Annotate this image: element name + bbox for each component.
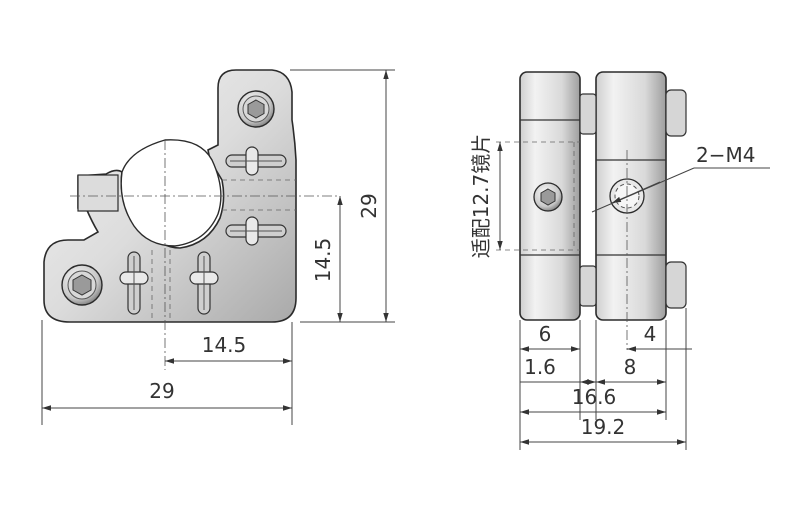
note-lens-fit: 适配12.7镜片 [469, 134, 493, 259]
dim-front-half-width: 14.5 [202, 333, 247, 357]
dim-thread: 2−M4 [696, 143, 755, 167]
socket-head-screw-icon [533, 182, 563, 212]
dim-4: 4 [644, 322, 657, 346]
dim-front-width: 29 [149, 379, 174, 403]
dim-16-6: 16.6 [572, 385, 617, 409]
side-view: 适配12.7镜片 2−M4 6 4 1.6 8 16.6 19.2 [469, 71, 770, 450]
dim-front-half-height: 14.5 [311, 238, 335, 283]
dim-8: 8 [624, 355, 637, 379]
socket-head-screw-icon [61, 264, 103, 306]
dim-front-height: 29 [357, 193, 381, 218]
socket-head-screw-icon [237, 90, 275, 128]
slotted-screw-icon [189, 251, 219, 315]
slotted-screw-icon [225, 216, 287, 246]
slotted-screw-icon [225, 146, 287, 176]
dim-1-6: 1.6 [524, 355, 556, 379]
front-view: 14.5 29 14.5 29 [41, 69, 395, 425]
dim-19-2: 19.2 [581, 415, 626, 439]
dim-6: 6 [539, 322, 552, 346]
clamp-body [43, 69, 297, 323]
slotted-screw-icon [119, 251, 149, 315]
clamp-tab [77, 174, 119, 212]
